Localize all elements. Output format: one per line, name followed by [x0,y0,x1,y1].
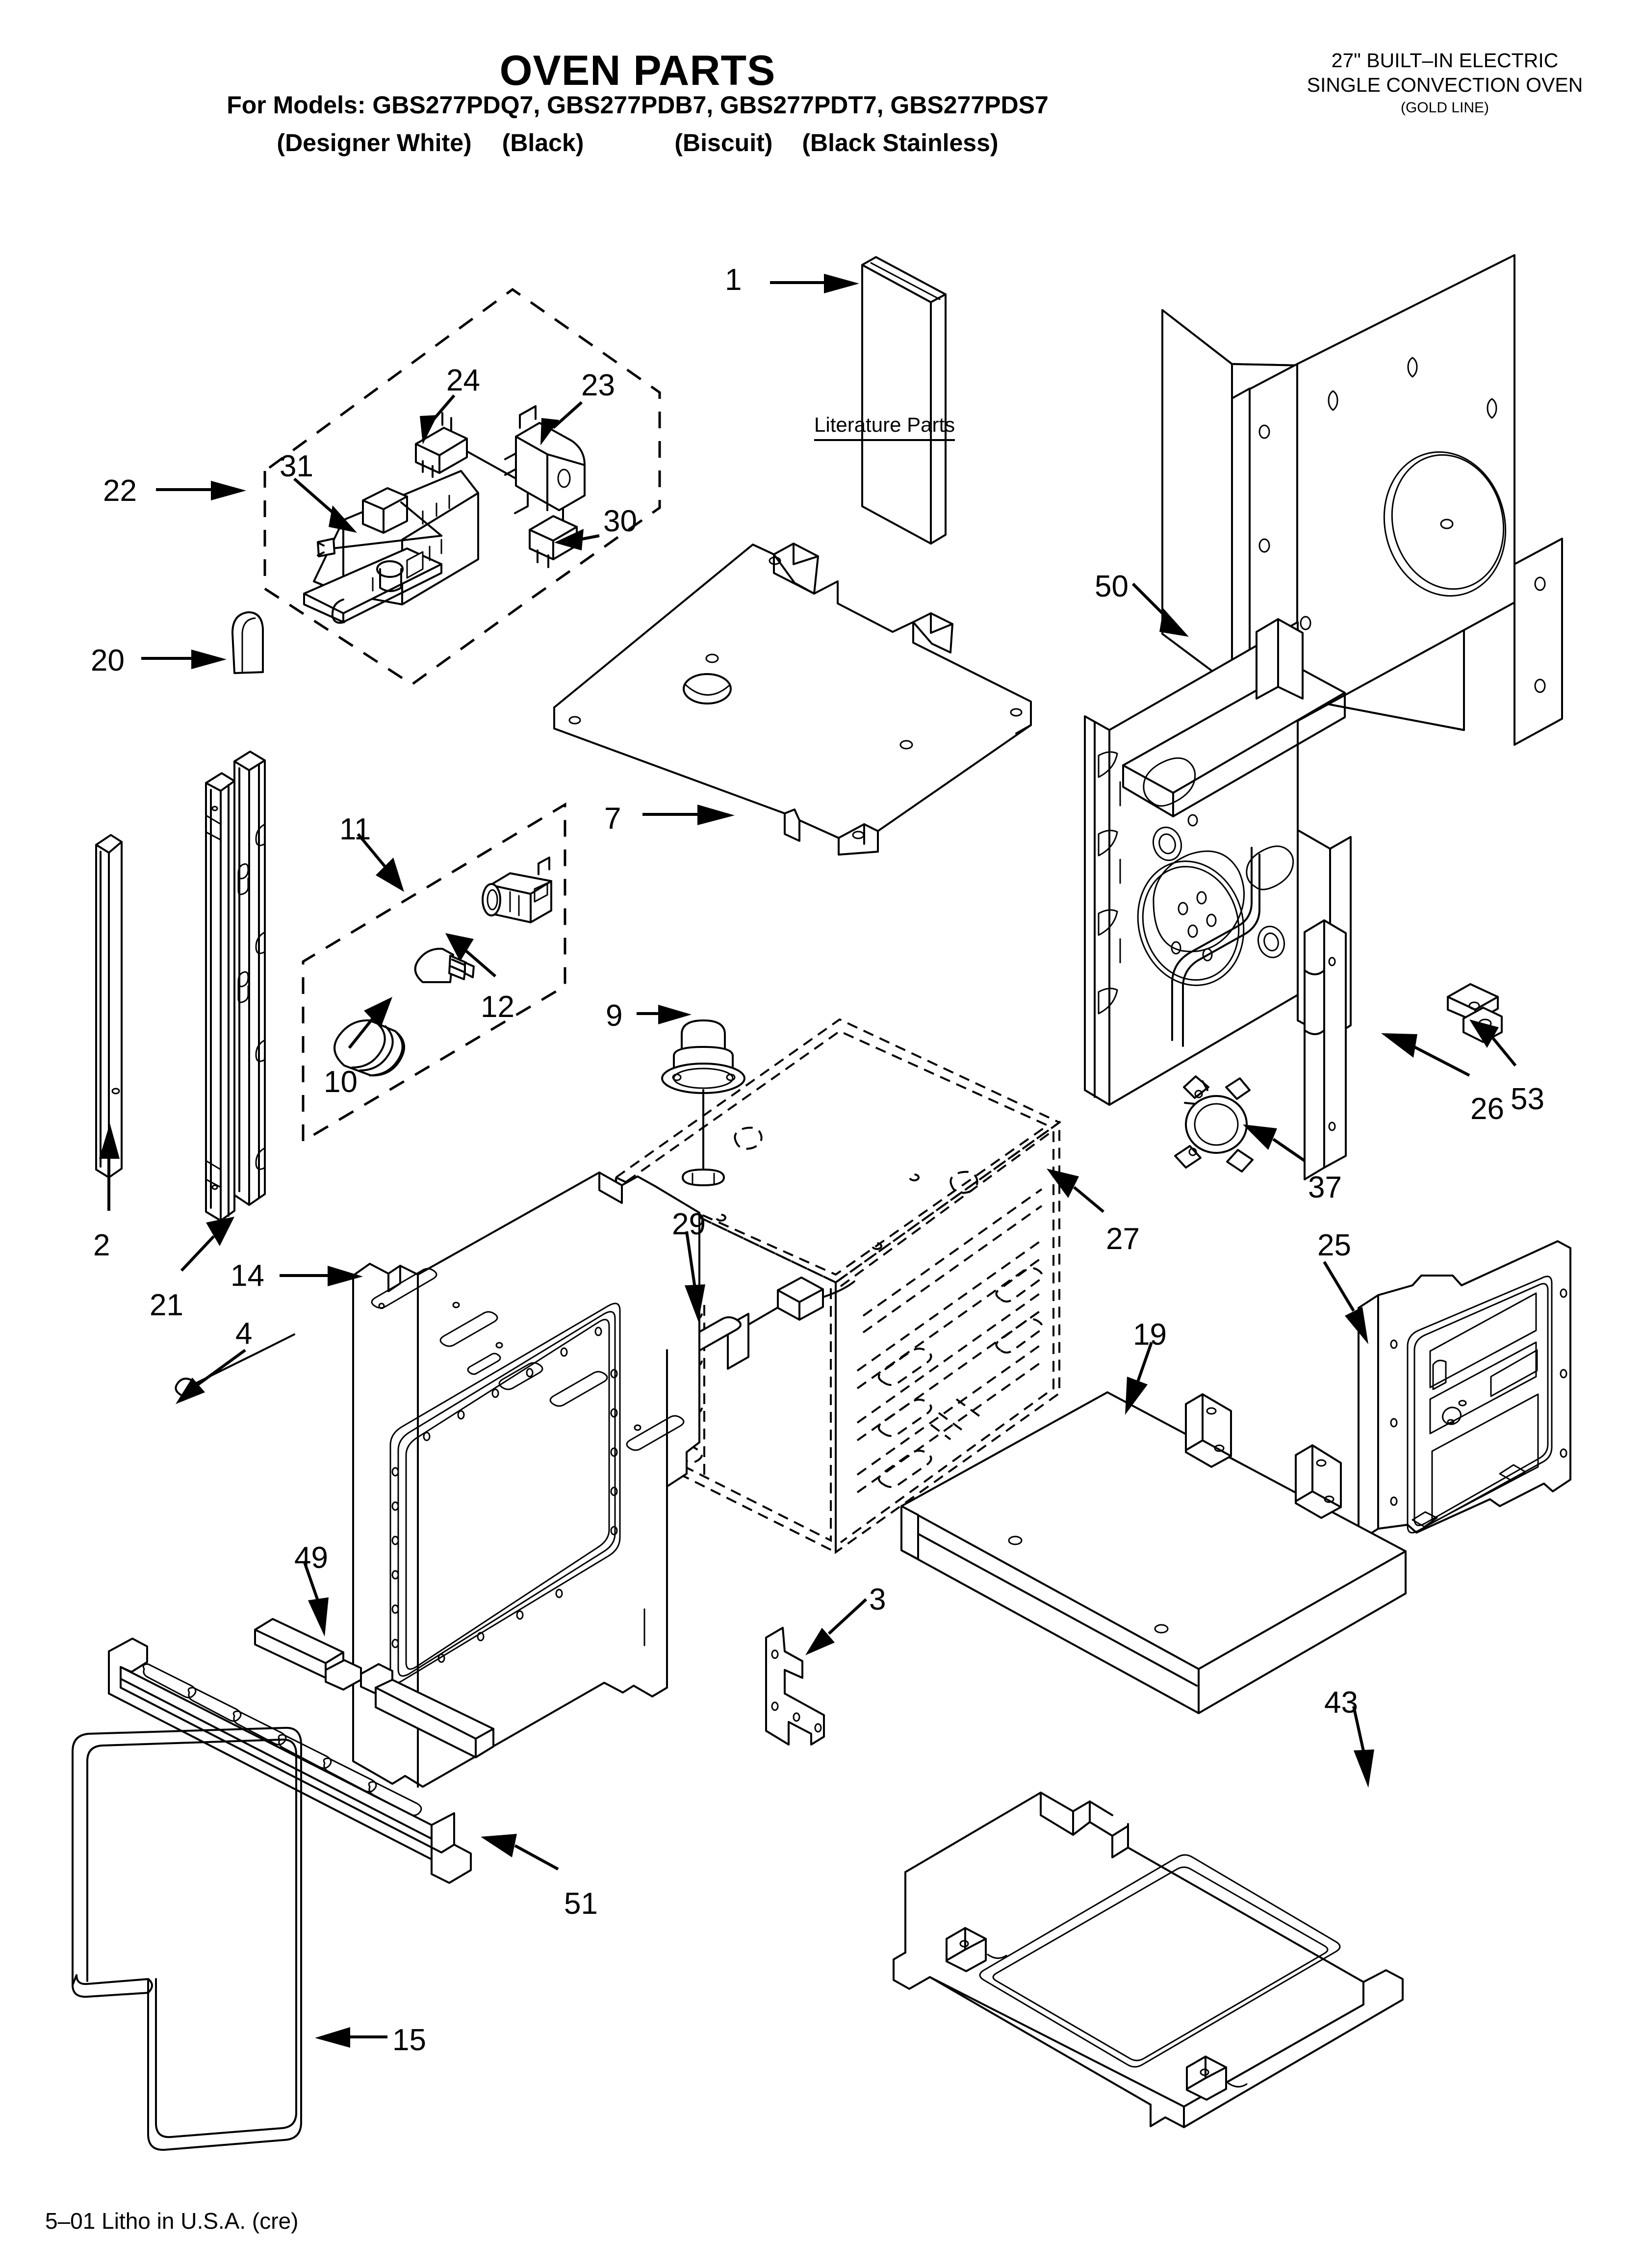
spec-line-type: SINGLE CONVECTION OVEN [1307,74,1583,97]
callout-29[interactable]: 29 [672,1207,706,1241]
callout-37[interactable]: 37 [1308,1171,1342,1204]
part-26-rear-chassis-panel [1084,618,1352,1180]
part-12-oven-lamp-bulb [414,947,475,983]
part-14-front-frame [352,1172,700,1788]
part-24-micro-switch [415,412,521,482]
part-49-trim-bar [254,1618,494,1758]
callout-9[interactable]: 9 [606,999,623,1033]
part-30-terminal-block [529,508,578,568]
part-15-door-seal-gasket [72,1726,302,2151]
literature-parts-label: Literature Parts [814,413,955,441]
diagram-header: OVEN PARTS For Models: GBS277PDQ7, GBS27… [0,0,1642,196]
part-20-end-cap [231,611,264,674]
callout-15[interactable]: 15 [392,2023,426,2057]
callout-27[interactable]: 27 [1106,1222,1140,1256]
part-19-bottom-shelf-panel [900,1391,1407,1714]
part-25-rear-access-cover [1358,1240,1571,1542]
part-2-side-trim-rail [95,834,123,1178]
callout-21[interactable]: 21 [150,1288,183,1322]
group-boundary-11 [302,802,566,1144]
spec-line-brand: (GOLD LINE) [1400,100,1489,116]
callout-20[interactable]: 20 [91,644,125,678]
callout-43[interactable]: 43 [1324,1686,1358,1720]
callout-23[interactable]: 23 [581,368,615,402]
callout-22[interactable]: 22 [103,474,137,508]
part-21-side-rail-channel [205,751,266,1222]
part-23-thermostat-switch [504,405,586,514]
part-27-oven-cavity-liner [614,1018,1061,1554]
part-43-bottom-base-pan [893,1792,1404,2128]
part-1-literature-booklet [861,256,947,545]
part-51-vent-trim-grille [108,1638,472,1884]
callout-50[interactable]: 50 [1095,570,1129,603]
callout-49[interactable]: 49 [294,1541,328,1575]
color-variant-black-stainless: (Black Stainless) [802,129,999,156]
callout-14[interactable]: 14 [231,1259,264,1293]
callout-26[interactable]: 26 [1470,1092,1504,1126]
callout-30[interactable]: 30 [603,504,637,538]
group-boundary-22 [263,287,661,686]
spec-line-size: 27" BUILT–IN ELECTRIC [1331,49,1559,72]
callout-53[interactable]: 53 [1511,1082,1544,1116]
callout-51[interactable]: 51 [564,1887,598,1921]
callout-3[interactable]: 3 [869,1583,886,1616]
callout-12[interactable]: 12 [481,990,514,1024]
callout-4[interactable]: 4 [235,1317,253,1351]
model-list: For Models: GBS277PDQ7, GBS277PDB7, GBS2… [227,91,1049,119]
part-3-mounting-bracket [765,1627,825,1746]
part-37-thermal-cutoff [1174,1075,1254,1173]
callout-2[interactable]: 2 [93,1228,110,1262]
callout-24[interactable]: 24 [446,364,480,397]
callout-19[interactable]: 19 [1133,1318,1167,1352]
part-31-latch-motor-assembly [303,470,479,624]
callout-10[interactable]: 10 [324,1065,358,1099]
part-9-vent-tube [661,1019,745,1186]
page-title: OVEN PARTS [499,47,776,94]
callout-1[interactable]: 1 [725,263,742,297]
callout-7[interactable]: 7 [604,802,621,835]
leader-lines [99,274,1517,2048]
color-variant-biscuit: (Biscuit) [674,129,773,156]
appliance-spec-block: 27" BUILT–IN ELECTRIC SINGLE CONVECTION … [1283,48,1607,117]
part-10-lamp-lens-cover [334,1019,405,1077]
callout-11[interactable]: 11 [339,812,371,846]
footer-print-info: 5–01 Litho in U.S.A. (cre) [45,2208,299,2234]
part-7-top-panel [553,543,1032,856]
callout-31[interactable]: 31 [280,449,313,483]
part-11-lamp-socket [482,857,552,923]
color-variant-list: (Designer White) (Black) (Biscuit) (Black S… [0,129,1275,157]
callout-25[interactable]: 25 [1317,1228,1351,1262]
color-variant-black: (Black) [502,129,584,156]
color-variant-designer-white: (Designer White) [277,129,472,156]
